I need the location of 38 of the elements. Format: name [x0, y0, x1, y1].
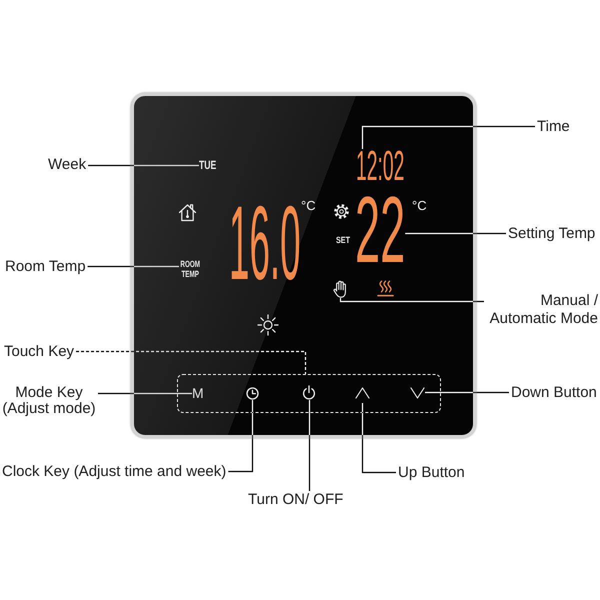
hand-icon: [333, 280, 347, 298]
weekday-display: TUE: [199, 159, 216, 171]
chevron-up-icon: [355, 387, 370, 399]
leader-line: [425, 392, 509, 394]
thermostat-panel: [131, 93, 476, 438]
callout-label: Manual / Automatic Mode: [484, 292, 600, 328]
callout-label: Room Temp: [3, 258, 88, 275]
callout-label: Down Button: [509, 384, 599, 401]
leader-line: [362, 126, 535, 149]
callout-label: Mode Key (Adjust mode): [0, 385, 98, 417]
callout-label: Clock Key (Adjust time and week): [0, 463, 228, 480]
mode-key-letter: M: [192, 386, 204, 400]
leader-line: [76, 350, 306, 374]
leader-line: [88, 266, 179, 268]
leader-line: [88, 164, 199, 166]
leader-line: [98, 392, 192, 394]
set-indicator: SET: [336, 235, 350, 245]
callout-label: Up Button: [396, 464, 467, 481]
touch-key-area: [177, 374, 441, 413]
callout-label: Turn ON/ OFF: [246, 491, 346, 508]
clock-icon: [246, 387, 259, 400]
callout-label: Time: [535, 118, 572, 135]
callout-label: Setting Temp: [506, 225, 598, 242]
chevron-down-icon: [410, 387, 425, 399]
leader-line: [405, 232, 506, 234]
room-temperature-display: 16.0: [229, 202, 301, 286]
power-icon: [302, 385, 316, 400]
leader-line: [362, 403, 396, 474]
set-temperature-display: 22: [355, 192, 406, 268]
clock-display: 12:02: [356, 149, 404, 183]
unit-label: °C: [301, 199, 316, 213]
callout-label: Week: [46, 156, 88, 173]
leader-line: [308, 400, 310, 491]
callout-label: Touch Key: [2, 343, 76, 360]
unit-label: °C: [412, 199, 427, 213]
room-temp-indicator: ROOM TEMP: [179, 259, 202, 279]
leader-line: [228, 400, 254, 472]
leader-line: [340, 298, 484, 302]
